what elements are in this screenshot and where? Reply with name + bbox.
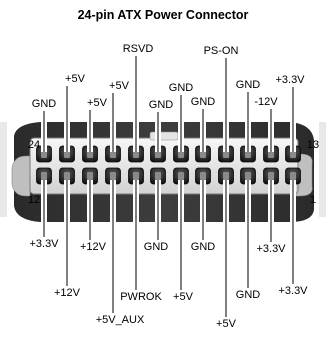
pin-number-24: 24 (28, 139, 40, 151)
pin-label-plusminus-5vaux: +5V_AUX (96, 314, 145, 326)
diagram-title: 24-pin ATX Power Connector (77, 8, 249, 22)
pin-contact-bottom-6 (155, 172, 161, 180)
pin-label-plusminus-5v: +5V (65, 73, 86, 85)
pin-label-plusminus-12v: +12V (80, 241, 107, 253)
pin-label-plusminus-3-3v: +3.3V (29, 238, 59, 250)
pin-contact-bottom-1 (41, 172, 47, 180)
pin-contact-bottom-5 (133, 172, 139, 180)
pin-label-psminus-on: PS-ON (204, 45, 239, 57)
pin-label-gnd: GND (191, 96, 216, 108)
pin-label-gnd: GND (236, 289, 261, 301)
left-edge-strip (0, 122, 7, 217)
pin-label-pwrok: PWROK (120, 291, 162, 303)
pin-label-gnd: GND (144, 241, 169, 253)
pin-contact-bottom-3 (87, 172, 93, 180)
connector-latch (149, 131, 179, 141)
pin-label-plusminus-3-3v: +3.3V (256, 243, 286, 255)
pin-label-plusminus-3-3v: +3.3V (275, 74, 305, 86)
pin-contact-bottom-9 (223, 172, 229, 180)
right-edge-strip (319, 122, 326, 217)
pin-contact-bottom-4 (110, 172, 116, 180)
pin-label-plusminus-5v: +5V (216, 318, 237, 330)
pin-label-plusminus-12v: +12V (54, 287, 81, 299)
pin-number-13: 13 (307, 139, 319, 151)
pin-label-minus-12v: -12V (254, 96, 278, 108)
pin-label-plusminus-3-3v: +3.3V (278, 285, 308, 297)
pin-number-12: 12 (28, 194, 40, 206)
pin-label-gnd: GND (191, 241, 216, 253)
pin-contact-bottom-8 (200, 172, 206, 180)
pin-label-gnd: GND (169, 82, 194, 94)
pin-contact-bottom-7 (178, 172, 184, 180)
pin-label-rsvd: RSVD (123, 43, 154, 55)
plug-tab-left (11, 155, 31, 197)
pin-contact-bottom-11 (268, 172, 274, 180)
pin-contact-bottom-2 (64, 172, 70, 180)
pin-label-gnd: GND (236, 79, 261, 91)
pin-label-plusminus-5v: +5V (109, 80, 130, 92)
pin-number-1: 1 (310, 194, 316, 206)
pin-label-gnd: GND (149, 99, 174, 111)
pin-label-plusminus-5v: +5V (173, 291, 194, 303)
pin-contact-bottom-12 (290, 172, 296, 180)
pin-label-plusminus-5v: +5V (87, 97, 108, 109)
pin-contact-bottom-10 (245, 172, 251, 180)
pin-label-gnd: GND (32, 98, 57, 110)
